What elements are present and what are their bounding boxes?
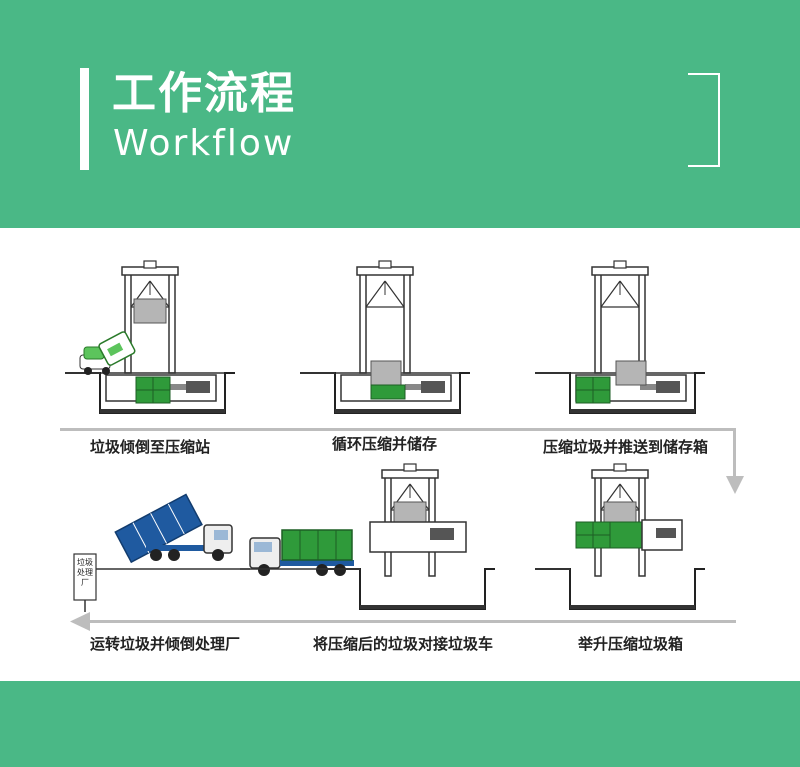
- step4-illustration: [534, 463, 706, 610]
- workflow-panel: 垃圾处理厂 垃圾倾倒至压缩站 循环压缩并储存 压缩垃圾并推送到储存箱 举升压缩垃…: [0, 228, 800, 681]
- page-title: 工作流程: [112, 68, 296, 119]
- workflow-diagram: [60, 260, 744, 631]
- step6-label: 运转垃圾并倾倒处理厂: [90, 635, 241, 653]
- step2-illustration: [299, 260, 471, 414]
- page-subtitle: Workflow: [113, 123, 295, 164]
- step2-label: 循环压缩并储存: [332, 435, 438, 453]
- step3-label: 压缩垃圾并推送到储存箱: [543, 438, 709, 456]
- flow-arrow-top: [60, 428, 744, 494]
- step4-label: 举升压缩垃圾箱: [578, 635, 684, 653]
- flow-arrow-bottom: [70, 612, 736, 631]
- step6-illustration: [90, 493, 250, 570]
- step3-illustration: [534, 260, 706, 414]
- header-banner: 工作流程 Workflow: [0, 0, 800, 228]
- step5-illustration: [240, 463, 496, 610]
- facility-sign: [73, 553, 97, 612]
- accent-bar: [80, 68, 89, 170]
- step1-label: 垃圾倾倒至压缩站: [90, 438, 211, 456]
- footer-band: [0, 681, 800, 767]
- step1-illustration: [64, 260, 236, 414]
- step5-label: 将压缩后的垃圾对接垃圾车: [313, 635, 494, 653]
- facility-sign-text: 垃圾处理厂: [77, 558, 93, 587]
- decorative-bracket: [688, 73, 720, 167]
